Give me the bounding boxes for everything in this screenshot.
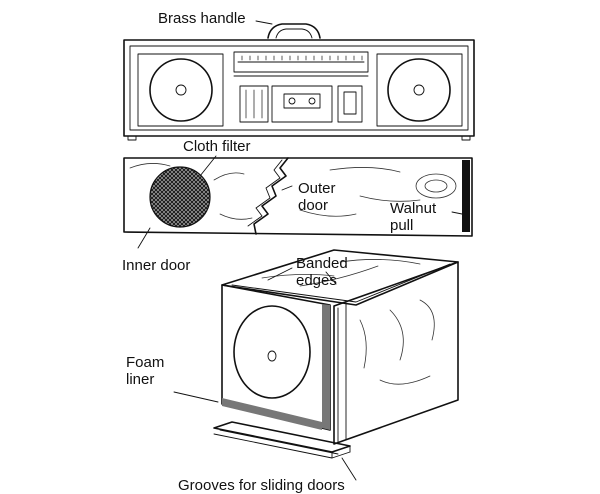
- cabinet-illustration: [173, 249, 459, 481]
- brass-handle-label: Brass handle: [158, 10, 246, 27]
- walnut-pull-label: Walnut pull: [390, 200, 437, 234]
- cloth-filter-label: Cloth filter: [183, 138, 251, 155]
- foam-liner-label: Foam liner: [126, 354, 165, 388]
- outer-door-label: Outer door: [298, 180, 336, 214]
- stereo-cabinet: [123, 39, 475, 137]
- banded-edges-label: Banded edges: [296, 255, 348, 289]
- cabinet-side: [333, 261, 459, 445]
- right-speaker: [387, 58, 451, 122]
- cloth-filter-disc: [149, 166, 211, 228]
- cassette-deck: [271, 85, 333, 123]
- left-speaker: [149, 58, 213, 122]
- walnut-pull-shape: [462, 160, 470, 232]
- foam-liner-strip: [322, 304, 330, 430]
- brass-handle-leader: [255, 20, 273, 25]
- front-speaker: [233, 305, 311, 399]
- inner-door-label: Inner door: [122, 257, 191, 274]
- outer-door-edge: [253, 157, 289, 235]
- brass-handle-shape: [267, 23, 321, 39]
- grooves-label: Grooves for sliding doors: [178, 477, 345, 494]
- tuner-dial: [233, 51, 369, 73]
- doors-illustration: [123, 155, 473, 249]
- stereo-illustration: [123, 23, 475, 141]
- door-panel: [123, 157, 473, 237]
